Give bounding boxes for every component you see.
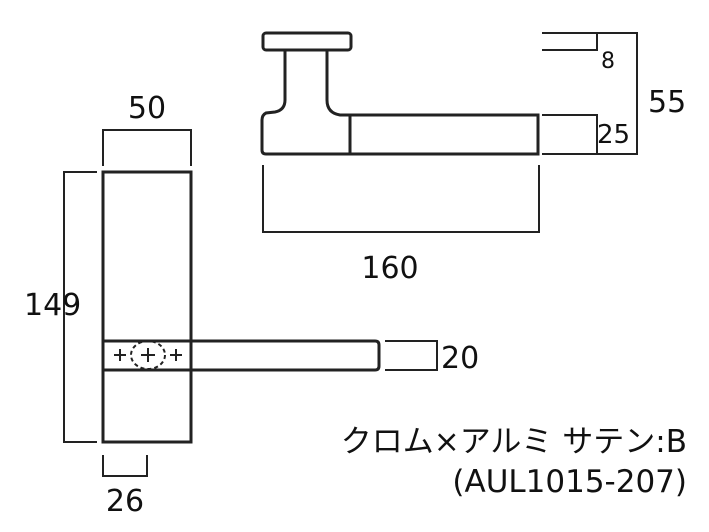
dim-label-8: 8 <box>601 49 615 74</box>
screw-mark-left <box>114 349 126 361</box>
caption-finish: クロム×アルミ サテン:B <box>341 424 687 460</box>
screw-mark-right <box>170 349 182 361</box>
dim-line-25 <box>542 114 598 155</box>
lever-bar <box>101 339 381 372</box>
dim-label-25: 25 <box>597 120 630 150</box>
dim-label-20: 20 <box>441 341 479 376</box>
dim-label-160: 160 <box>361 251 418 286</box>
front-view: 50 149 20 26 <box>24 91 479 519</box>
dim-line-20 <box>385 340 438 371</box>
spindle-marks <box>114 340 182 370</box>
dim-label-55: 55 <box>648 85 686 120</box>
dim-line-50 <box>102 129 192 166</box>
dim-line-160 <box>262 165 540 233</box>
dim-label-149: 149 <box>24 288 81 323</box>
rose-plate <box>261 31 353 52</box>
caption-model-number: (AUL1015-207) <box>452 464 687 500</box>
dim-line-55 <box>596 32 638 155</box>
spindle-cross <box>141 348 155 362</box>
dim-line-26 <box>102 455 148 477</box>
dim-line-149 <box>63 171 97 443</box>
product-caption: クロム×アルミ サテン:B (AUL1015-207) <box>341 424 687 500</box>
dim-line-8 <box>542 32 598 51</box>
dim-label-26: 26 <box>106 484 144 519</box>
spindle-circle <box>130 340 166 370</box>
lever-side-outline <box>260 48 540 156</box>
side-view: 8 25 55 160 <box>260 31 686 286</box>
back-plate <box>101 170 193 444</box>
dim-label-50: 50 <box>128 91 166 126</box>
